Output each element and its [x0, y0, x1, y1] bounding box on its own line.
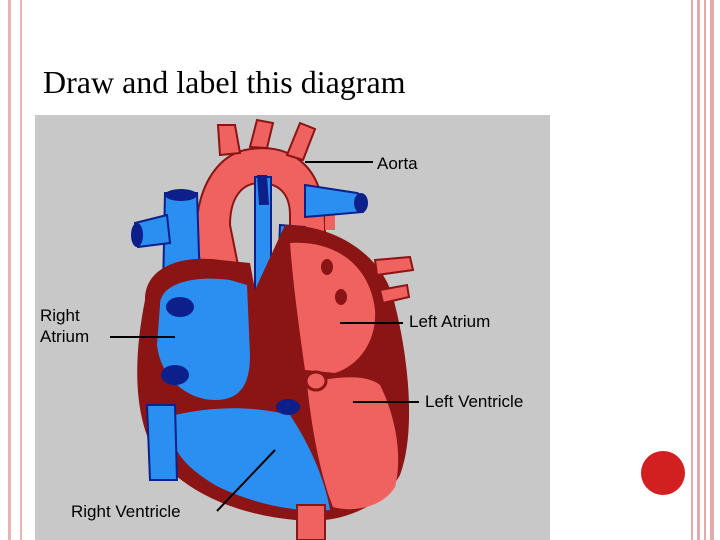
leader-lines: [110, 161, 419, 512]
right-ventricle-leader: [216, 449, 276, 512]
valves: [161, 259, 347, 415]
descending-aorta: [296, 504, 326, 540]
inferior-vena-cava: [145, 404, 179, 481]
label-right-ventricle: Right Ventricle: [71, 502, 181, 521]
heart-diagram-svg: Aorta Left Atrium Left Ventricle Right A…: [35, 115, 550, 540]
pulmonary-veins: [373, 255, 415, 305]
label-left-ventricle: Left Ventricle: [425, 392, 523, 411]
left-atrium-chamber: [290, 242, 376, 373]
left-ventricle-chamber: [307, 377, 399, 510]
slide-title: Draw and label this diagram: [43, 64, 406, 100]
label-right-atrium-line1: Right: [40, 306, 80, 325]
decorative-red-circle: [641, 451, 685, 495]
label-aorta: Aorta: [377, 154, 418, 173]
heart-diagram: Aorta Left Atrium Left Ventricle Right A…: [35, 115, 550, 540]
right-ventricle-chamber: [171, 408, 330, 511]
label-right-atrium-line2: Atrium: [40, 327, 89, 346]
label-left-atrium: Left Atrium: [409, 312, 490, 331]
